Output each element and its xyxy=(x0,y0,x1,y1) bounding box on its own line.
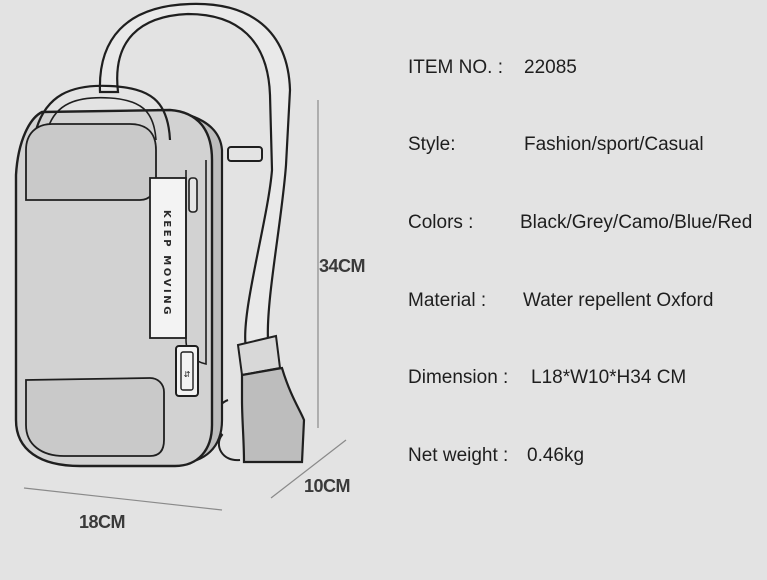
usb-port-inner xyxy=(180,351,194,391)
spec-label: Material : xyxy=(408,290,487,311)
strap-buckle xyxy=(227,146,263,162)
top-handle xyxy=(34,84,172,141)
width-label: 18CM xyxy=(79,512,126,532)
sling-bag-drawing: ⇵ KEEP MOVING xyxy=(14,2,347,511)
width-dimension-line xyxy=(23,487,223,511)
spec-label: Net weight : xyxy=(408,445,509,466)
zipper-pull xyxy=(188,177,198,213)
front-top-panel xyxy=(25,123,157,201)
front-bottom-panel xyxy=(25,377,165,457)
spec-label: Dimension : xyxy=(408,367,509,388)
usb-symbol: ⇵ xyxy=(184,370,191,379)
top-handle-inner xyxy=(47,96,157,141)
spec-value: 0.46kg xyxy=(527,445,585,466)
bag-print-text: KEEP MOVING xyxy=(161,210,172,317)
zipper-stripe xyxy=(149,177,187,339)
spec-value: L18*W10*H34 CM xyxy=(531,367,687,388)
lower-strap xyxy=(240,366,306,464)
spec-value: Black/Grey/Camo/Blue/Red xyxy=(520,212,753,233)
spec-value: Water repellent Oxford xyxy=(523,290,714,311)
depth-label: 10CM xyxy=(304,476,351,496)
product-illustration: ⇵ KEEP MOVING xyxy=(14,2,347,511)
spec-label: ITEM NO. : xyxy=(408,57,503,78)
spec-list: ITEM NO. : 22085 Style: Fashion/sport/Ca… xyxy=(408,0,767,575)
spec-label: Style: xyxy=(408,134,456,155)
depth-dimension-line xyxy=(270,439,347,499)
height-label: 34CM xyxy=(319,256,366,276)
spec-value: Fashion/sport/Casual xyxy=(524,134,704,155)
spec-value: 22085 xyxy=(524,57,577,78)
spec-label: Colors : xyxy=(408,212,474,233)
